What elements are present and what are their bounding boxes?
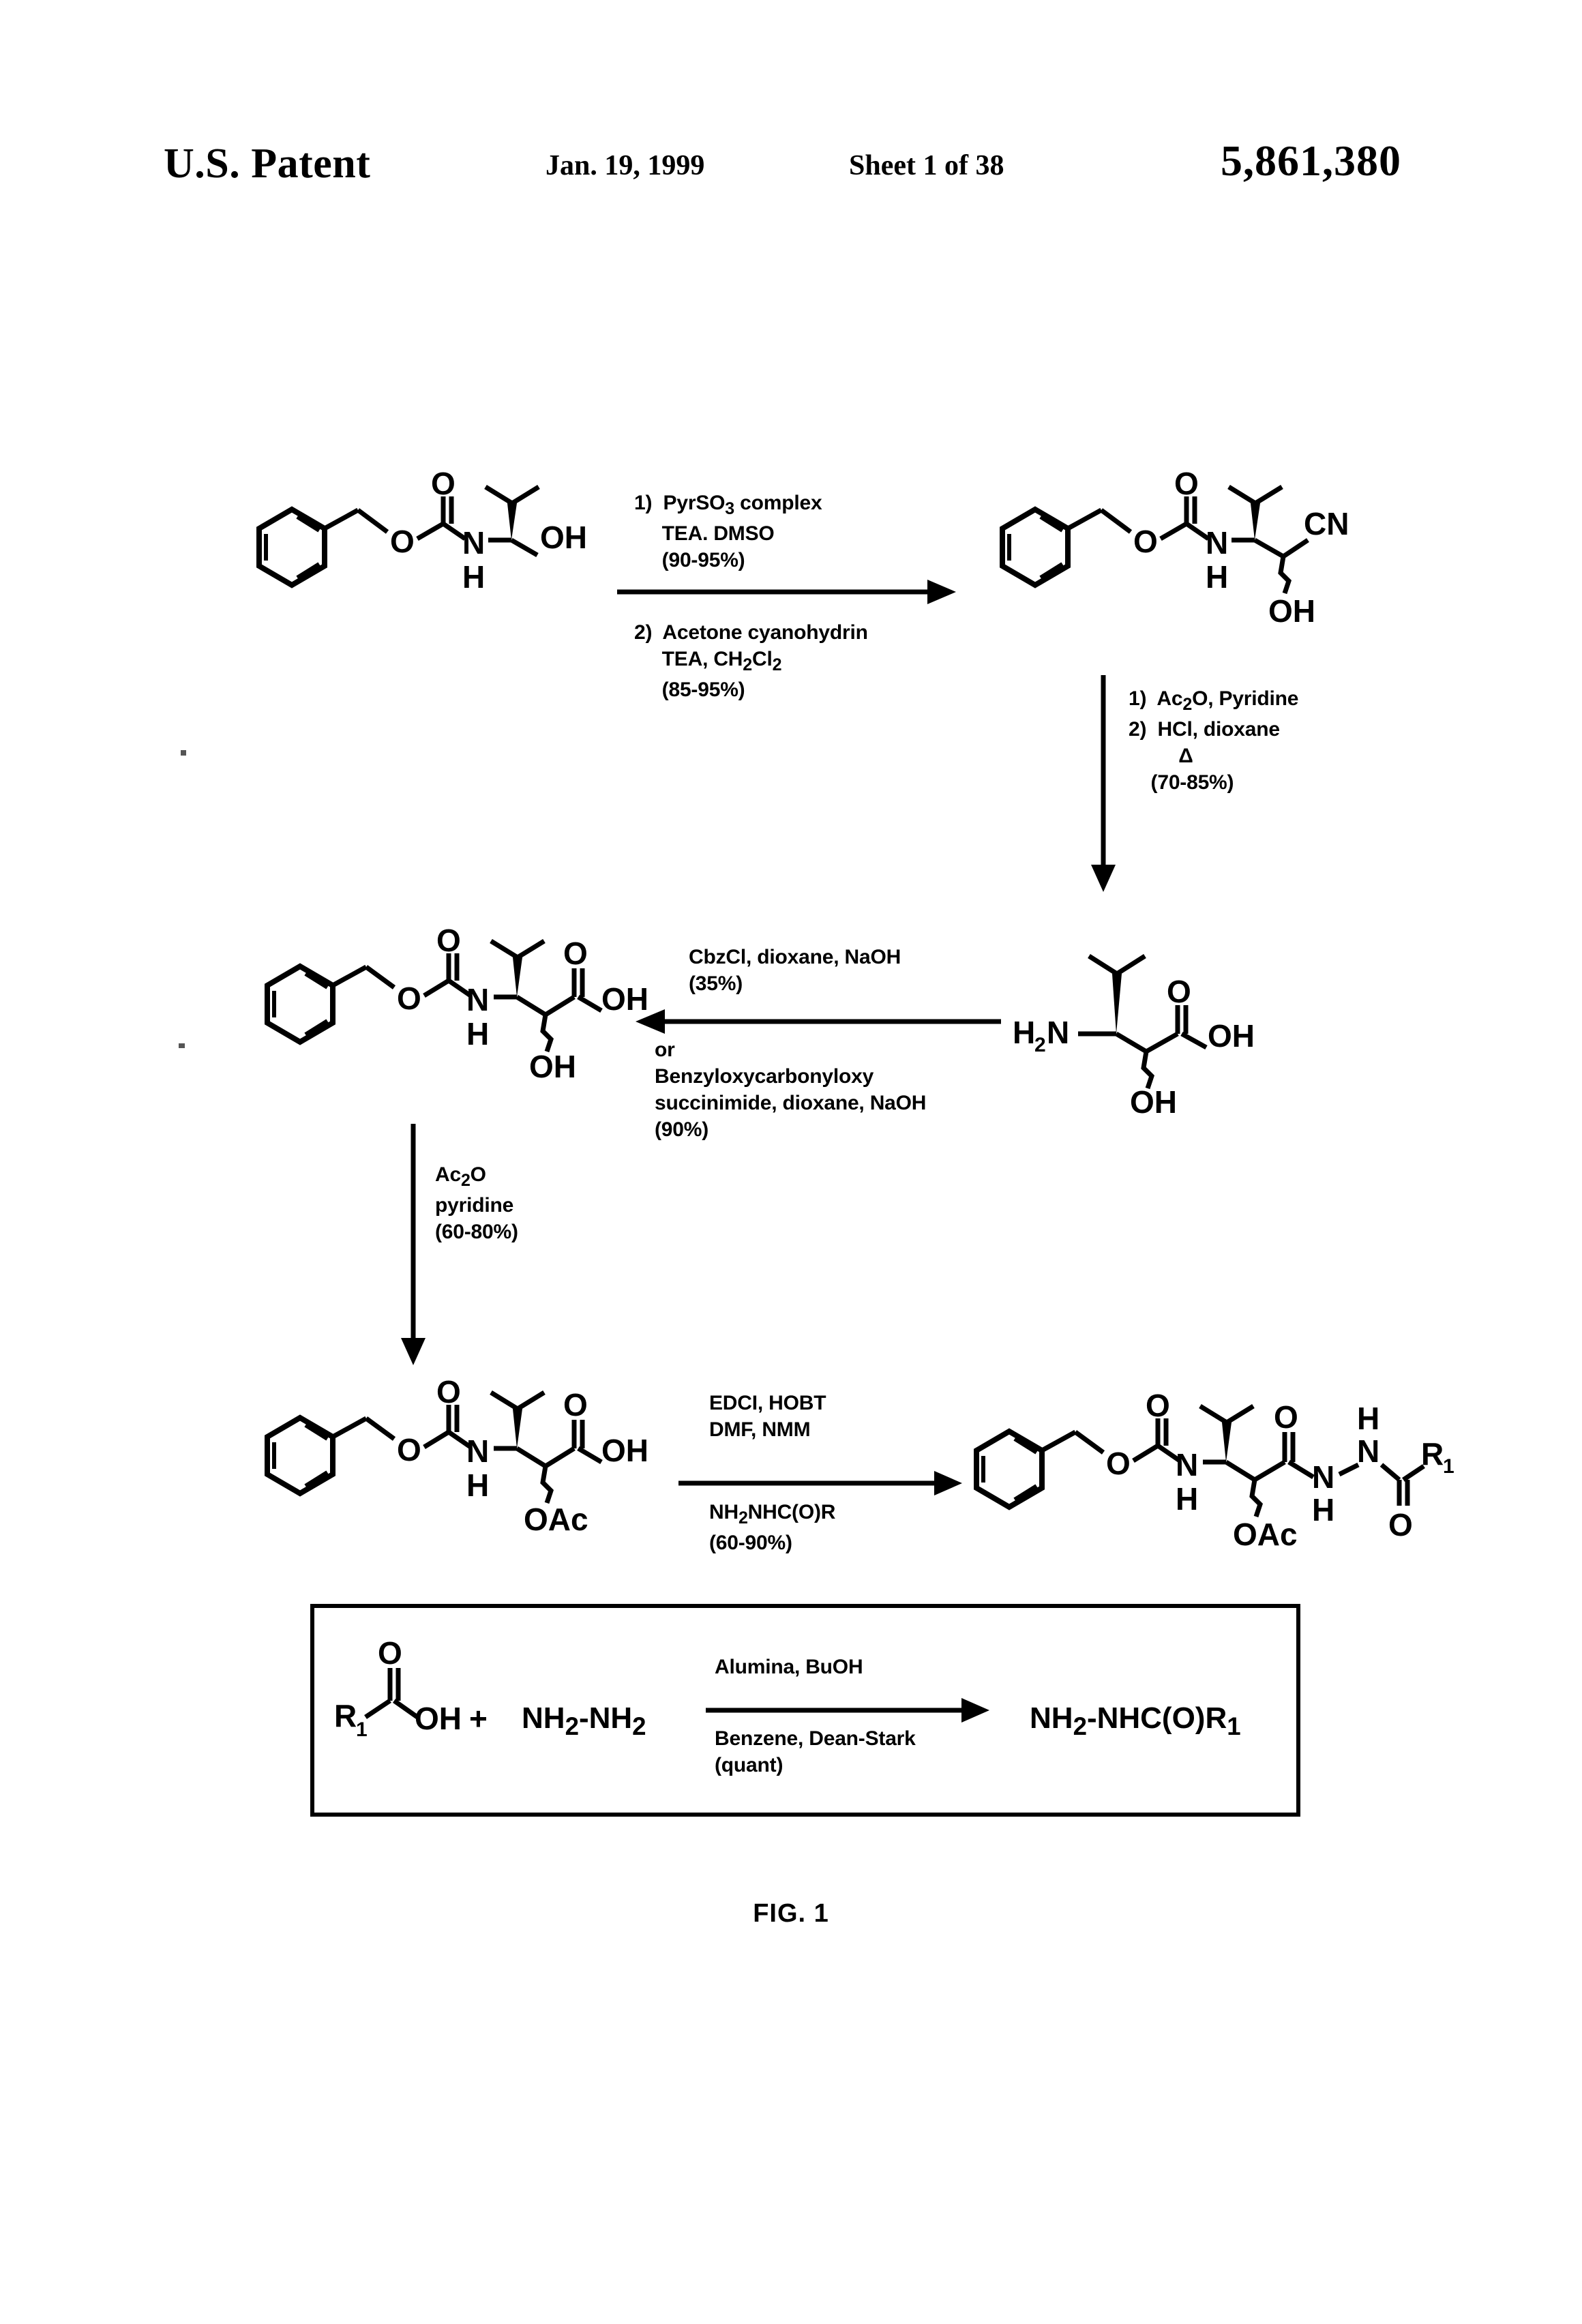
step5-conditions-below: NH2NHC(O)R (60-90%) — [709, 1501, 836, 1554]
atom-label-H: H — [1206, 559, 1228, 595]
reaction-arrow-step4 — [400, 1124, 427, 1370]
step1-conditions-below: 2) Acetone cyanohydrin TEA, CH2Cl2 (85-9… — [634, 621, 868, 701]
structure-final-product: O O N H OAc O N H N H O R 1 — [963, 1384, 1454, 1555]
inset-conditions-above: Alumina, BuOH — [715, 1656, 863, 1678]
structure-cyanohydrin: O O N H OH CN — [989, 464, 1349, 634]
atom-label-N: N — [1047, 1015, 1069, 1050]
atom-label-O: O — [1146, 1388, 1170, 1423]
patent-office-title: U.S. Patent — [164, 140, 371, 187]
step4-conditions: Ac2O pyridine (60-80%) — [435, 1163, 518, 1243]
inset-conditions-below: Benzene, Dean-Stark (quant) — [715, 1727, 916, 1776]
atom-label-OAc: OAc — [1233, 1517, 1298, 1552]
step3-conditions-above: CbzCl, dioxane, NaOH (35%) — [689, 946, 901, 995]
structure-cbz-hydroxy-acid: O O N H OH O OH — [254, 919, 648, 1090]
atom-label-O: O — [1174, 466, 1199, 501]
atom-label-O: O — [390, 524, 415, 559]
atom-label-N: N — [466, 1433, 489, 1469]
atom-label-subscript-1: 1 — [1443, 1455, 1454, 1478]
plus-sign: + — [469, 1701, 488, 1736]
atom-label-OH: OH — [529, 1049, 576, 1084]
atom-label-N: N — [462, 525, 485, 561]
sheet-number: Sheet 1 of 38 — [849, 150, 1004, 181]
atom-label-N: N — [1176, 1447, 1198, 1483]
atom-label-OH: OH — [1268, 593, 1315, 629]
atom-label-OH: OH — [415, 1701, 462, 1736]
atom-label-O: O — [563, 1387, 588, 1422]
atom-label-N: N — [466, 982, 489, 1017]
atom-label-N: N — [1357, 1433, 1379, 1469]
atom-label-CN: CN — [1304, 506, 1349, 541]
atom-label-O: O — [1274, 1399, 1298, 1435]
atom-label-subscript-2: 2 — [1034, 1034, 1046, 1056]
atom-label-O: O — [1106, 1446, 1131, 1481]
atom-label-O: O — [1133, 524, 1158, 559]
atom-label-subscript-1: 1 — [356, 1718, 368, 1741]
atom-label-O: O — [397, 1432, 421, 1468]
reaction-arrow-step3 — [634, 1008, 1002, 1039]
atom-label-N: N — [1206, 525, 1228, 561]
atom-label-OH: OH — [1208, 1018, 1255, 1054]
atom-label-H: H — [1357, 1401, 1379, 1436]
step5-conditions-above: EDCI, HOBT DMF, NMM — [709, 1392, 826, 1441]
atom-label-H: H — [462, 559, 485, 595]
atom-label-N: N — [1312, 1459, 1334, 1495]
atom-label-OH: OH — [540, 520, 587, 555]
reaction-arrow-step2 — [1090, 675, 1117, 897]
atom-label-R1: R — [1421, 1436, 1444, 1472]
atom-label-H: H — [1176, 1481, 1198, 1517]
scan-artifact — [181, 750, 186, 756]
patent-number: 5,861,380 — [1221, 136, 1401, 185]
atom-label-O: O — [397, 981, 421, 1016]
reaction-arrow-step1 — [617, 578, 958, 609]
step2-conditions: 1) Ac2O, Pyridine 2) HCl, dioxane Δ (70-… — [1129, 687, 1299, 794]
atom-label-OH: OH — [1130, 1084, 1177, 1120]
inset-reaction-arrow — [706, 1697, 992, 1727]
reaction-arrow-step5 — [678, 1470, 965, 1500]
step1-conditions-above: 1) PyrSO3 complex TEA. DMSO (90-95%) — [634, 492, 822, 571]
structure-cbz-valinol: O O N H OH — [245, 464, 600, 634]
inset-structure-carboxylic-acid: R 1 O OH + — [334, 1631, 511, 1761]
inset-reagent-hydrazine: NH2-NH2 — [522, 1701, 646, 1740]
atom-label-OH: OH — [601, 1433, 648, 1468]
atom-label-O: O — [1167, 974, 1191, 1009]
figure-caption: FIG. 1 — [753, 1899, 829, 1928]
patent-date: Jan. 19, 1999 — [546, 150, 705, 181]
atom-label-OH: OH — [601, 981, 648, 1017]
structure-cbz-oac-acid: O O N H OAc O OH — [254, 1371, 648, 1541]
atom-label-O: O — [563, 936, 588, 971]
atom-label-O: O — [1388, 1507, 1413, 1543]
atom-label-O: O — [431, 466, 456, 501]
atom-label-O: O — [436, 923, 461, 958]
atom-label-O: O — [378, 1635, 402, 1671]
structure-amino-acid: H 2 N OH O OH — [1013, 934, 1299, 1120]
atom-label-H2N: H — [1013, 1015, 1035, 1050]
atom-label-H: H — [1312, 1492, 1334, 1528]
atom-label-H: H — [466, 1016, 489, 1052]
atom-label-OAc: OAc — [524, 1502, 588, 1537]
inset-product: NH2-NHC(O)R1 — [1030, 1701, 1241, 1740]
scan-artifact — [179, 1043, 185, 1048]
step3-conditions-below: or Benzyloxycarbonyloxy succinimide, dio… — [655, 1039, 927, 1141]
atom-label-O: O — [436, 1374, 461, 1410]
patent-header: U.S. Patent Jan. 19, 1999 Sheet 1 of 38 … — [0, 136, 1582, 215]
atom-label-H: H — [466, 1468, 489, 1503]
atom-label-R1: R — [334, 1698, 357, 1733]
